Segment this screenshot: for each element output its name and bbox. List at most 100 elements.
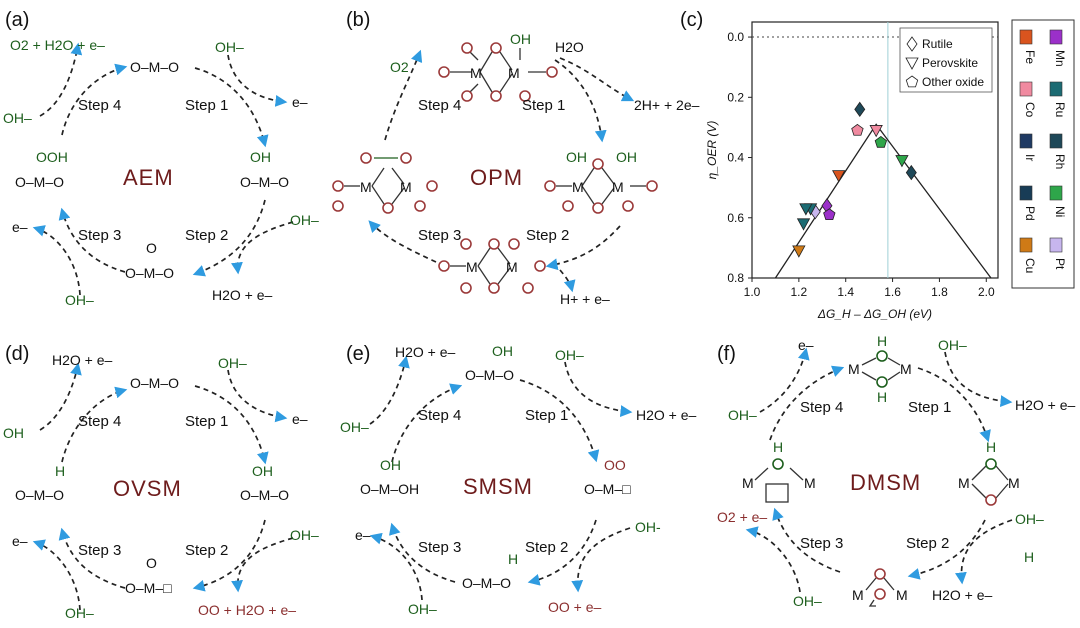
y-tick-label-2: 0.4: [727, 151, 744, 165]
element-legend-swatch-4: [1019, 133, 1033, 149]
arrow-b-out-2: [559, 269, 576, 293]
b-top-metal-2: M: [508, 65, 520, 81]
e-ads-bottom: H: [508, 551, 518, 567]
y-tick-label-3: 0.6: [727, 211, 744, 225]
arrow-b-step2: [545, 225, 621, 271]
arrow-a-step4: [61, 63, 128, 136]
a-step2-out: H2O + e–: [212, 287, 273, 303]
f-step1-out: H2O + e–: [1015, 397, 1076, 413]
e-species-bottom: O–M–O: [462, 575, 511, 591]
y-tick-label-4: 0.8: [727, 271, 744, 285]
arrow-f-in-3: [745, 526, 801, 593]
arrow-f-in-4: [759, 347, 810, 413]
a-ads-right: OH: [250, 149, 271, 165]
element-legend-label-9: Pt: [1053, 258, 1067, 270]
panel-f: (f) M M H H M M H M M H: [717, 333, 1076, 609]
arrow-a-step3: [58, 207, 126, 273]
element-legend-swatch-5: [1049, 133, 1063, 149]
f-bottom-metal-2: M: [896, 587, 908, 603]
d-species-right: O–M–O: [240, 487, 289, 503]
element-legend-swatch-9: [1049, 237, 1063, 253]
shape-legend-marker-2: [905, 75, 919, 88]
b-top-oxygens: [438, 42, 558, 102]
f-right-metal-2: M: [1008, 475, 1020, 491]
f-stray-h: H: [1024, 549, 1034, 565]
y-axis-label: η_OER (V): [705, 121, 719, 180]
element-legend-swatch-1: [1049, 29, 1063, 45]
a-ads-left: OOH: [36, 149, 68, 165]
arrow-b-step4: [384, 49, 423, 141]
b-step3-label: Step 3: [418, 227, 461, 244]
arrow-f-step2: [907, 519, 986, 580]
a-step3-label: Step 3: [78, 227, 121, 244]
a-step3-out: e–: [12, 219, 28, 235]
f-left-h: H: [773, 439, 783, 455]
d-step3-label: Step 3: [78, 542, 121, 559]
arrow-f-step4: [769, 365, 845, 441]
element-legend-swatch-3: [1049, 81, 1063, 97]
d-step1-label: Step 1: [185, 413, 228, 430]
element-legend-label-0: Fe: [1023, 50, 1037, 64]
e-step3-in: OH–: [408, 601, 437, 617]
data-point-4: [895, 155, 909, 168]
chart-frame: [751, 21, 999, 279]
element-legend-swatch-0: [1019, 29, 1033, 45]
b-right-oh-2: OH: [616, 149, 637, 165]
a-step2-in: OH–: [290, 212, 319, 228]
arrow-d-step3: [58, 527, 126, 589]
f-top-metal-2: M: [900, 361, 912, 377]
d-step2-out: OO + H2O + e–: [198, 602, 296, 618]
arrow-b-h2o-in: [559, 57, 635, 102]
arrow-d-step2: [192, 519, 266, 592]
f-ring-top: [861, 357, 901, 381]
panel-label-c: (c): [680, 9, 703, 31]
shape-legend-label-1: Perovskite: [922, 56, 978, 70]
d-step3-out: e–: [12, 533, 28, 549]
e-step1-out: H2O + e–: [636, 407, 697, 423]
d-species-top: O–M–O: [130, 375, 179, 391]
b-top-oh: OH: [510, 31, 531, 47]
arrow-a-step1: [194, 67, 269, 148]
x-tick-label-3: 1.6: [884, 285, 901, 299]
a-ads-bottom: O: [146, 240, 157, 256]
b-right-metal-2: M: [612, 179, 624, 195]
arrow-d-step4: [61, 386, 128, 463]
element-legend-label-7: Ni: [1053, 206, 1067, 217]
data-point-1: [851, 123, 864, 136]
b-right-oh-1: OH: [566, 149, 587, 165]
panel-b: (b) M M OH M M OH OH: [332, 9, 700, 307]
a-species-right: O–M–O: [240, 174, 289, 190]
d-species-bottom: O–M–□: [125, 580, 172, 596]
panel-e: (e) H2O + e– OH– H2O + e– OH- OO + e– OH…: [340, 343, 697, 617]
b-bottom-metal-2: M: [506, 259, 518, 275]
data-point-11: [799, 203, 813, 216]
arrow-f-in-1: [944, 351, 1013, 408]
a-step2-label: Step 2: [185, 227, 228, 244]
a-step1-out: e–: [292, 94, 308, 110]
arrow-e-in-1: [564, 361, 633, 417]
arrow-d-in-1: [227, 369, 288, 423]
e-ads-right: OO: [604, 457, 626, 473]
f-left-metal-2: M: [804, 475, 816, 491]
d-ads-left: H: [55, 463, 65, 479]
f-step1-label: Step 1: [908, 399, 951, 416]
arrow-a-oh-in-1: [227, 54, 288, 107]
b-dimer-right: [556, 167, 646, 205]
f-right-metal-1: M: [958, 475, 970, 491]
a-species-bottom: O–M–O: [125, 265, 174, 281]
a-species-top: O–M–O: [130, 59, 179, 75]
a-step4-label: Step 4: [78, 97, 121, 114]
data-point-12: [796, 218, 811, 231]
b-step2-out: H+ + e–: [560, 291, 610, 307]
e-step2-label: Step 2: [525, 539, 568, 556]
a-step3-in: OH–: [65, 292, 94, 308]
f-top-h2: H: [877, 389, 887, 405]
element-legend-swatch-2: [1019, 81, 1033, 97]
e-step4-out: H2O + e–: [395, 344, 456, 360]
arrow-d-in-2: [231, 537, 294, 593]
e-species-right: O–M–□: [584, 481, 631, 497]
element-legend-label-6: Pd: [1023, 206, 1037, 221]
arrow-f-step3: [772, 507, 841, 573]
a-mechanism: AEM: [123, 165, 174, 190]
